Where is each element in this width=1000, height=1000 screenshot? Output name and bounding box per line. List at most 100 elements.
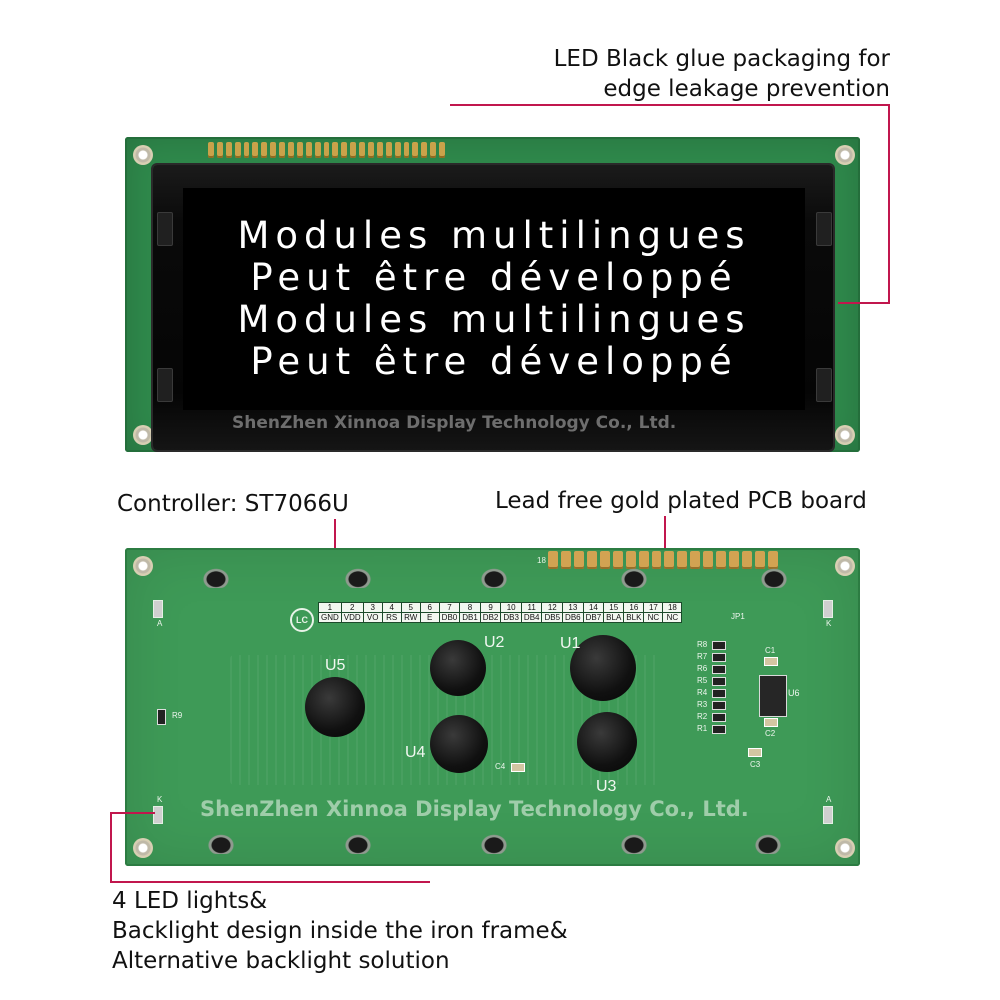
pin-number: 18 [662, 602, 683, 613]
pin-number-row: 1 2 3 4 5 6 7 8 9 10 11 12 13 14 15 16 1… [318, 602, 683, 613]
led-pad [153, 600, 163, 618]
pin-number: 15 [603, 602, 625, 613]
pin-name: DB7 [582, 612, 605, 623]
capacitor [748, 748, 762, 757]
label-c2: C2 [765, 729, 776, 738]
label-r3: R3 [697, 700, 708, 709]
frame-tab [342, 566, 374, 588]
caption-line: LED Black glue packaging for [553, 46, 890, 72]
label-anode: A [157, 619, 163, 628]
capacitor [511, 763, 525, 772]
label-cathode: K [157, 795, 163, 804]
label-c1: C1 [765, 646, 776, 655]
frame-tab [205, 832, 237, 854]
caption-line: Backlight design inside the iron frame& [112, 918, 568, 944]
led-pad [153, 806, 163, 824]
pin-name-row: GND VDD VO RS RW E DB0 DB1 DB2 DB3 DB4 D… [318, 612, 683, 623]
frame-tab [200, 566, 232, 588]
resistor [712, 665, 726, 674]
pin-number: 12 [541, 602, 564, 613]
resistor [712, 713, 726, 722]
bezel-clip [157, 212, 173, 246]
frame-tab [478, 566, 510, 588]
pin-name: RS [381, 612, 402, 623]
resistor [157, 709, 166, 725]
chip-u5 [305, 677, 365, 737]
pin-name: VO [362, 612, 383, 623]
lc-logo: LC [290, 608, 314, 632]
caption-pcb: Lead free gold plated PCB board [495, 488, 867, 514]
mount-hole [835, 556, 855, 576]
pin-number: 8 [459, 602, 481, 613]
label-r8: R8 [697, 640, 708, 649]
pin-number: 13 [562, 602, 584, 613]
lcd-module-back [125, 548, 860, 866]
label-u3: U3 [596, 778, 617, 795]
lcd-line-4: Peut être développé [250, 340, 738, 383]
label-r4: R4 [697, 688, 708, 697]
caption-black-glue: LED Black glue packaging for edge leakag… [554, 44, 890, 104]
label-r1: R1 [697, 724, 708, 733]
label-u6: U6 [788, 688, 800, 698]
pin-number: 17 [643, 602, 664, 613]
pin-number: 14 [582, 602, 605, 613]
label-r5: R5 [697, 676, 708, 685]
frame-tab [342, 832, 374, 854]
label-jp1: JP1 [731, 612, 745, 621]
frame-tab [758, 566, 790, 588]
label-u1: U1 [560, 635, 581, 652]
caption-line: 4 LED lights& [112, 888, 268, 914]
pin-name: GND [318, 612, 342, 623]
leader-line [450, 104, 890, 106]
pin-name: DB4 [520, 612, 543, 623]
pin-name: RW [400, 612, 421, 623]
pin-number: 4 [381, 602, 402, 613]
capacitor [764, 718, 778, 727]
bezel-clip [816, 368, 832, 402]
bezel-clip [816, 212, 832, 246]
pin-name: NC [643, 612, 664, 623]
pin-name: DB6 [562, 612, 584, 623]
mount-hole [133, 556, 153, 576]
label-c4: C4 [495, 762, 506, 771]
pin-name: DB3 [500, 612, 522, 623]
mount-hole [835, 425, 855, 445]
label-r6: R6 [697, 664, 708, 673]
frame-tab [618, 566, 650, 588]
frame-tab [618, 832, 650, 854]
mount-hole [133, 838, 153, 858]
lcd-line-2: Peut être développé [250, 256, 738, 299]
resistor [712, 725, 726, 734]
lcd-screen: Modules multilingues Peut être développé… [183, 188, 805, 410]
resistor [712, 689, 726, 698]
chip-u2 [430, 640, 486, 696]
pin-number: 10 [500, 602, 522, 613]
pin-header-front [208, 142, 446, 158]
label-u4: U4 [405, 744, 426, 761]
pin-name: DB0 [438, 612, 461, 623]
resistor [712, 641, 726, 650]
capacitor [764, 657, 778, 666]
lcd-line-3: Modules multilingues [237, 298, 751, 341]
pin-edge-label: 18 [537, 556, 546, 565]
resistor [712, 677, 726, 686]
pin-number: 3 [362, 602, 383, 613]
pin-name: BLK [623, 612, 645, 623]
frame-tab [752, 832, 784, 854]
pin-number: 5 [400, 602, 421, 613]
led-pad [823, 806, 833, 824]
pin-number: 9 [479, 602, 502, 613]
caption-backlight: 4 LED lights& Backlight design inside th… [112, 886, 568, 976]
lcd-line-1: Modules multilingues [237, 214, 751, 257]
label-r9: R9 [172, 711, 183, 720]
leader-line [110, 881, 430, 883]
label-u2: U2 [484, 634, 505, 651]
pin-name: NC [662, 612, 683, 623]
pin-table: 1 2 3 4 5 6 7 8 9 10 11 12 13 14 15 16 1… [318, 602, 683, 623]
leader-line [664, 516, 666, 556]
mount-hole [133, 425, 153, 445]
label-anode: A [826, 795, 832, 804]
label-u5: U5 [325, 657, 346, 674]
leader-line [888, 104, 890, 304]
pin-name: VDD [340, 612, 364, 623]
